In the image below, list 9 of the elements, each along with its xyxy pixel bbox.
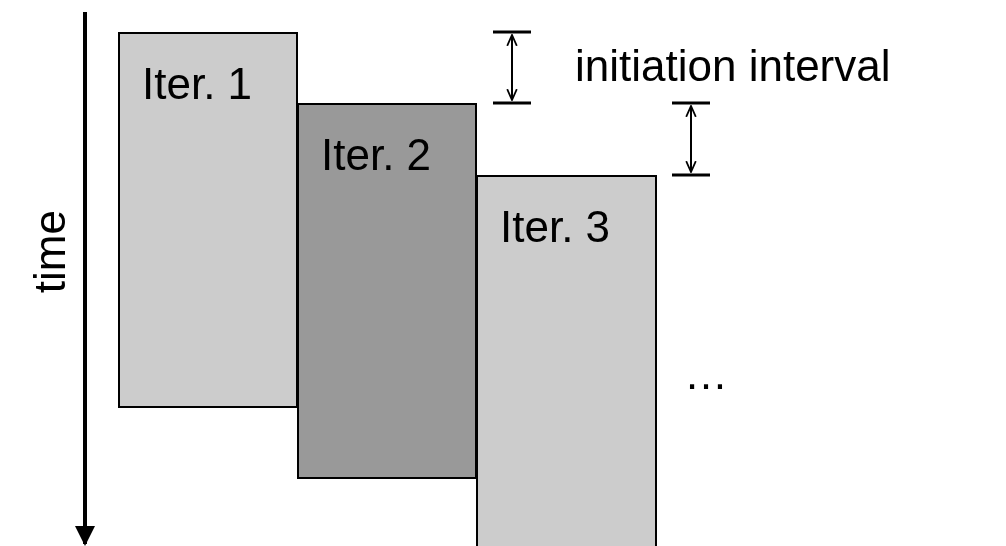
iteration-block [297,103,477,479]
iteration-block [476,175,657,546]
iteration-label: Iter. 3 [500,205,611,249]
axis-label: time [28,210,72,294]
ellipsis: … [684,352,728,396]
iteration-block [118,32,298,408]
iteration-label: Iter. 2 [321,133,432,177]
dimension-label: initiation interval [575,44,891,88]
iteration-label: Iter. 1 [142,62,253,106]
